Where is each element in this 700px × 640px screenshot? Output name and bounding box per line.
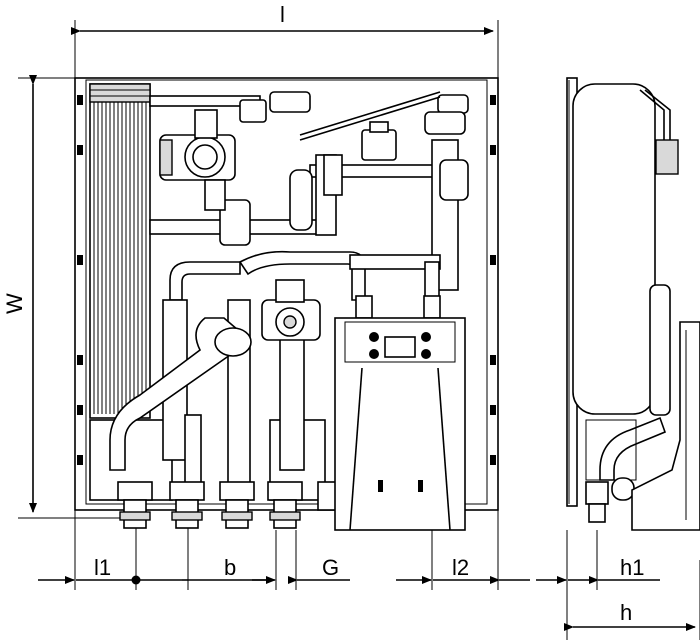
upper-pipework	[149, 91, 469, 291]
dimension-b: b	[182, 555, 276, 584]
label-width: W	[2, 293, 27, 314]
mounting-lugs	[77, 95, 496, 465]
label-b: b	[224, 555, 236, 580]
circulation-pump	[159, 109, 236, 211]
plate-heat-exchanger	[89, 83, 151, 419]
dimension-g: G	[288, 555, 350, 584]
dimension-l1: l1	[38, 555, 182, 585]
dimension-h: h	[564, 600, 696, 631]
water-heater-unit	[334, 317, 466, 531]
heater-unit-side	[631, 321, 700, 531]
dimension-left-width: W	[2, 75, 130, 519]
label-h1: h1	[620, 555, 644, 580]
side-pipework	[585, 284, 671, 523]
dimension-top-length: l	[71, 2, 499, 80]
label-length: l	[280, 2, 285, 27]
label-l1: l1	[94, 555, 111, 580]
side-view	[566, 77, 700, 531]
large-bent-pipe	[109, 317, 252, 471]
label-g: G	[322, 555, 339, 580]
front-view	[74, 77, 499, 531]
bottom-connectors	[117, 481, 341, 529]
dimension-l2: l2	[396, 555, 530, 584]
expansion-tank	[572, 83, 679, 415]
dimension-h1: h1	[536, 555, 660, 584]
label-l2: l2	[452, 555, 469, 580]
label-h: h	[620, 600, 632, 625]
mixing-valve	[261, 279, 321, 341]
